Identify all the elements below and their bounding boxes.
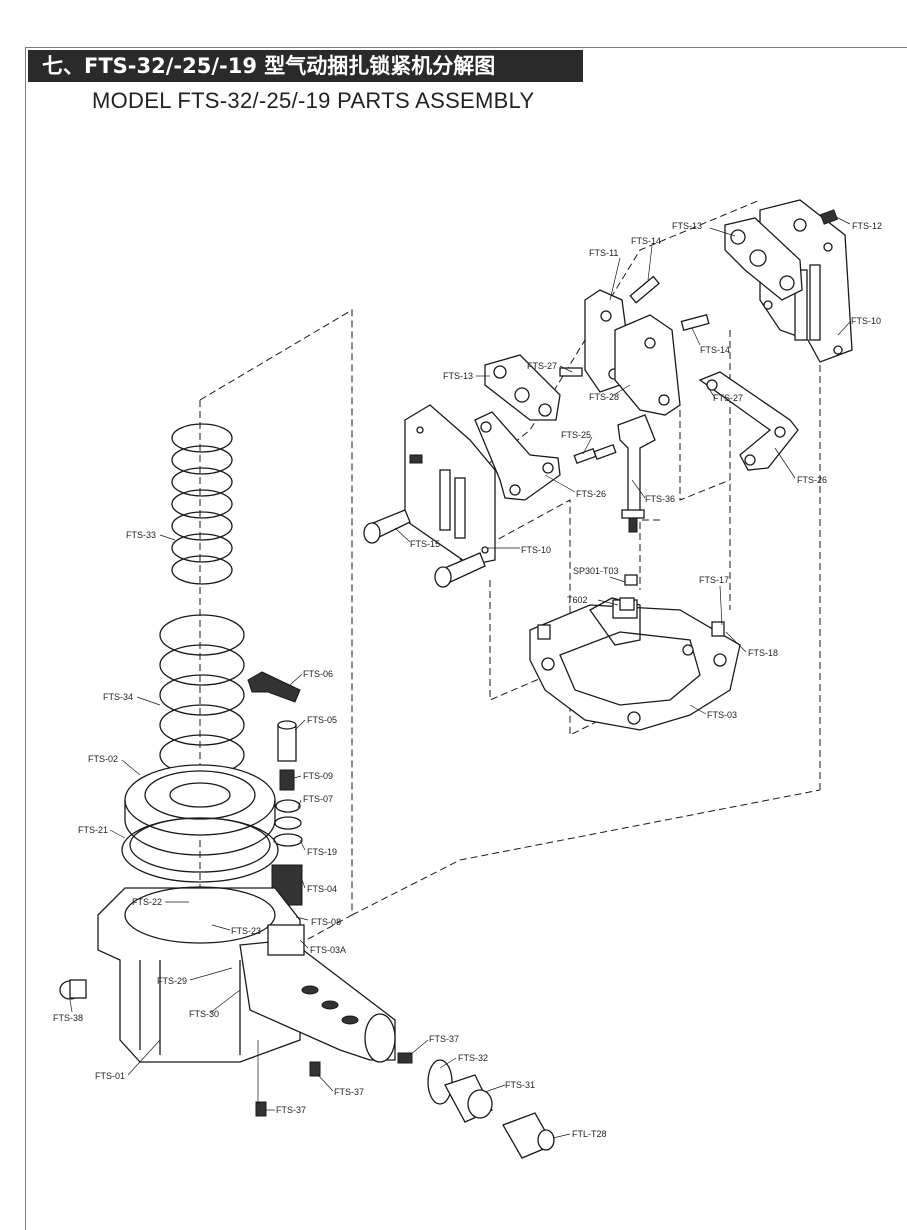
shaft-fts36 xyxy=(617,414,656,533)
main-body-fts01 xyxy=(97,886,301,1063)
label-fts17: FTS-17 xyxy=(699,575,729,585)
label-fts27-left: FTS-27 xyxy=(527,361,557,371)
label-fts12: FTS-12 xyxy=(852,221,882,231)
valve-block-fts03a xyxy=(267,924,305,956)
label-fts25: FTS-25 xyxy=(561,430,591,440)
label-fts03: FTS-03 xyxy=(707,710,737,720)
plug-fts38 xyxy=(59,979,87,1000)
label-sp301-t03: SP301-T03 xyxy=(573,566,619,576)
label-t602: T602 xyxy=(567,595,588,605)
spring-fts34 xyxy=(159,614,245,776)
label-fts32: FTS-32 xyxy=(458,1053,488,1063)
label-fts04: FTS-04 xyxy=(307,884,337,894)
label-fts27-right: FTS-27 xyxy=(713,393,743,403)
label-fts18: FTS-18 xyxy=(748,648,778,658)
label-fts37-a: FTS-37 xyxy=(429,1034,459,1044)
label-fts34: FTS-34 xyxy=(103,692,133,702)
label-fts38: FTS-38 xyxy=(53,1013,83,1023)
label-fts03a: FTS-03A xyxy=(310,945,346,955)
trigger-fts06 xyxy=(247,671,301,703)
page-subtitle: MODEL FTS-32/-25/-19 PARTS ASSEMBLY xyxy=(92,88,535,113)
label-fts07: FTS-07 xyxy=(303,794,333,804)
part-labels: FTS-12 FTS-13 FTS-14 FTS-11 FTS-10 FTS-1… xyxy=(53,221,882,1139)
pin-fts14-mid xyxy=(680,313,710,331)
label-fts33: FTS-33 xyxy=(126,530,156,540)
fittings-fts37 xyxy=(255,1052,413,1117)
label-fts14-mid: FTS-14 xyxy=(700,345,730,355)
label-ftl-t28: FTL-T28 xyxy=(572,1129,607,1139)
bolts-fts15 xyxy=(363,454,486,588)
label-fts05: FTS-05 xyxy=(307,715,337,725)
label-fts13-top: FTS-13 xyxy=(672,221,702,231)
leader-lines xyxy=(69,216,851,1139)
label-fts37-b: FTS-37 xyxy=(334,1087,364,1097)
label-fts08: FTS-08 xyxy=(311,917,341,927)
label-fts26-mid: FTS-26 xyxy=(576,489,606,499)
label-fts37-c: FTS-37 xyxy=(276,1105,306,1115)
label-fts14-top: FTS-14 xyxy=(631,236,661,246)
label-fts06: FTS-06 xyxy=(303,669,333,679)
oring-fts32 xyxy=(427,1059,453,1105)
label-fts29: FTS-29 xyxy=(157,976,187,986)
pins-fts25 xyxy=(573,443,617,465)
label-fts13-left: FTS-13 xyxy=(443,371,473,381)
label-fts31: FTS-31 xyxy=(505,1080,535,1090)
label-fts01: FTS-01 xyxy=(95,1071,125,1081)
label-fts22: FTS-22 xyxy=(132,897,162,907)
label-fts10-left: FTS-10 xyxy=(521,545,551,555)
handle-arm xyxy=(239,939,396,1063)
label-fts26-right: FTS-26 xyxy=(797,475,827,485)
label-fts02: FTS-02 xyxy=(88,754,118,764)
frame-top-line xyxy=(25,47,907,48)
pin-fts27-left xyxy=(559,367,583,377)
label-fts21: FTS-21 xyxy=(78,825,108,835)
base-housing-fts03 xyxy=(529,597,741,731)
label-fts15: FTS-15 xyxy=(410,539,440,549)
frame-left-line xyxy=(25,47,26,1230)
label-fts23: FTS-23 xyxy=(231,926,261,936)
piston-disc-fts02 xyxy=(124,764,276,856)
top-link-plate xyxy=(724,217,803,301)
front-plate-fts10 xyxy=(404,404,496,566)
label-fts10-right: FTS-10 xyxy=(851,316,881,326)
link-plate-fts13-left xyxy=(484,354,561,421)
label-fts30: FTS-30 xyxy=(189,1009,219,1019)
label-fts09: FTS-09 xyxy=(303,771,333,781)
label-fts19: FTS-19 xyxy=(307,847,337,857)
label-fts36: FTS-36 xyxy=(645,494,675,504)
spring-fts33 xyxy=(171,423,233,585)
connector-ftl-t28 xyxy=(502,1112,555,1159)
set-screws-fts17-fts18-sp301 xyxy=(619,574,638,611)
arm-fts26-mid xyxy=(474,411,561,501)
page-title: 七、FTS-32/-25/-19 型气动捆扎锁紧机分解图 xyxy=(28,50,583,82)
seal-ring-fts21 xyxy=(121,817,279,883)
cap-fts31 xyxy=(444,1074,493,1123)
screw-fts12 xyxy=(820,209,838,225)
pin-fts14-top xyxy=(629,275,660,304)
center-plate-fts28 xyxy=(614,314,681,416)
label-fts28: FTS-28 xyxy=(589,392,619,402)
arm-fts26-right xyxy=(698,371,799,471)
label-fts11: FTS-11 xyxy=(589,248,618,258)
